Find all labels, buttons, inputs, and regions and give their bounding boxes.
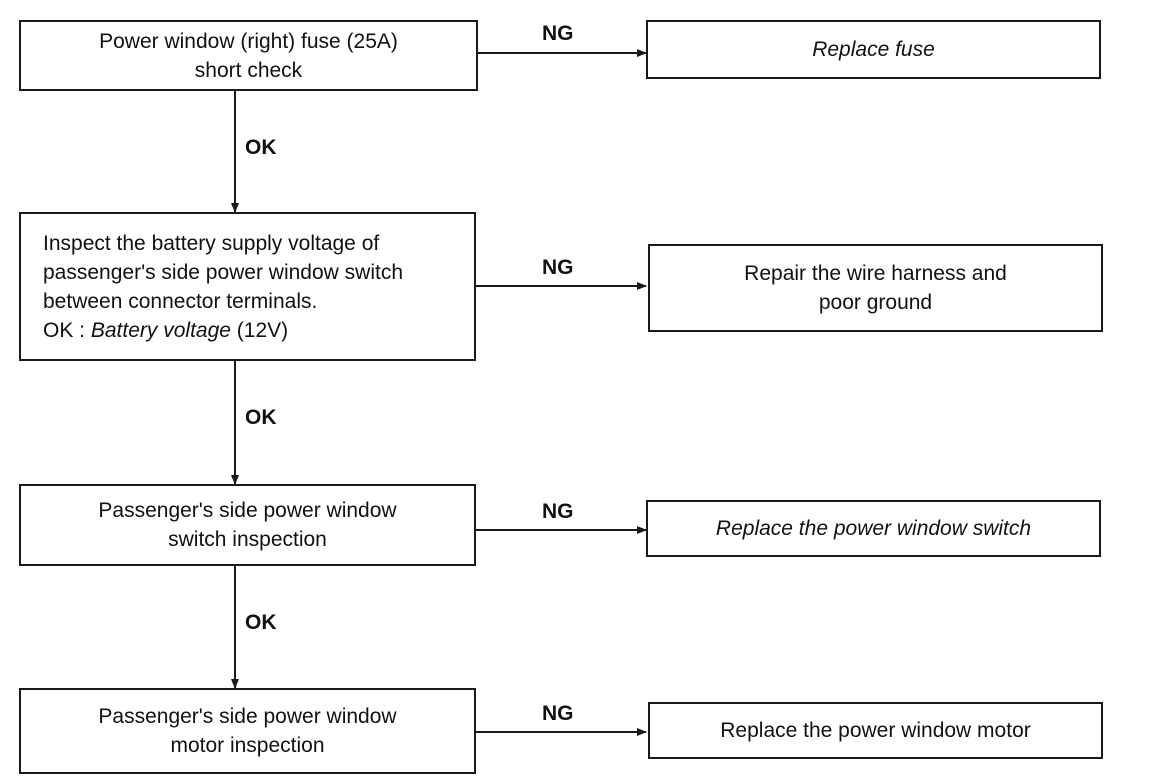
step-3-ng-label: NG [542, 500, 574, 523]
step-3-result-box: Replace the power window switch [646, 500, 1101, 557]
step-3-ok-label: OK [245, 611, 277, 634]
step-1-box: Power window (right) fuse (25A) short ch… [19, 20, 478, 91]
step-3-result-line-1: Replace the power window switch [715, 517, 1032, 540]
step-2-box: Inspect the battery supply voltage of pa… [19, 212, 476, 361]
step-2-ng-label: NG [542, 256, 574, 279]
step-2-line-3: between connector terminals. [43, 289, 318, 313]
step-2-spec-prefix: OK : [43, 318, 91, 342]
step-4-line-2: motor inspection [170, 734, 325, 757]
step-4-result-line-1: Replace the power window motor [720, 719, 1031, 742]
step-2-line-2: passenger's side power window switch [43, 260, 404, 284]
step-2-result-box: Repair the wire harness and poor ground [648, 244, 1103, 332]
step-2-line-1: Inspect the battery supply voltage of [43, 231, 380, 255]
step-2-result-line-2: poor ground [818, 291, 933, 314]
step-4-box: Passenger's side power window motor insp… [19, 688, 476, 774]
step-1-ng-label: NG [542, 22, 574, 45]
step-1-result-box: Replace fuse [646, 20, 1101, 79]
step-1-line-1: Power window (right) fuse (25A) [99, 29, 398, 53]
step-3-box: Passenger's side power window switch ins… [19, 484, 476, 566]
step-2-spec: OK : Battery voltage (12V) [43, 316, 288, 345]
step-3-line-2: switch inspection [168, 528, 327, 551]
step-2-ok-label: OK [245, 406, 277, 429]
step-1-result-line-1: Replace fuse [812, 38, 935, 61]
step-4-line-1: Passenger's side power window [98, 705, 397, 728]
step-3-line-1: Passenger's side power window [98, 499, 397, 522]
step-4-ng-label: NG [542, 702, 574, 725]
step-2-spec-suffix: (12V) [230, 318, 289, 342]
step-4-result-box: Replace the power window motor [648, 702, 1103, 759]
step-2-result-line-1: Repair the wire harness and [744, 262, 1007, 285]
step-1-line-2: short check [194, 58, 303, 82]
step-1-ok-label: OK [245, 136, 277, 159]
step-2-spec-value: Battery voltage [90, 318, 231, 342]
